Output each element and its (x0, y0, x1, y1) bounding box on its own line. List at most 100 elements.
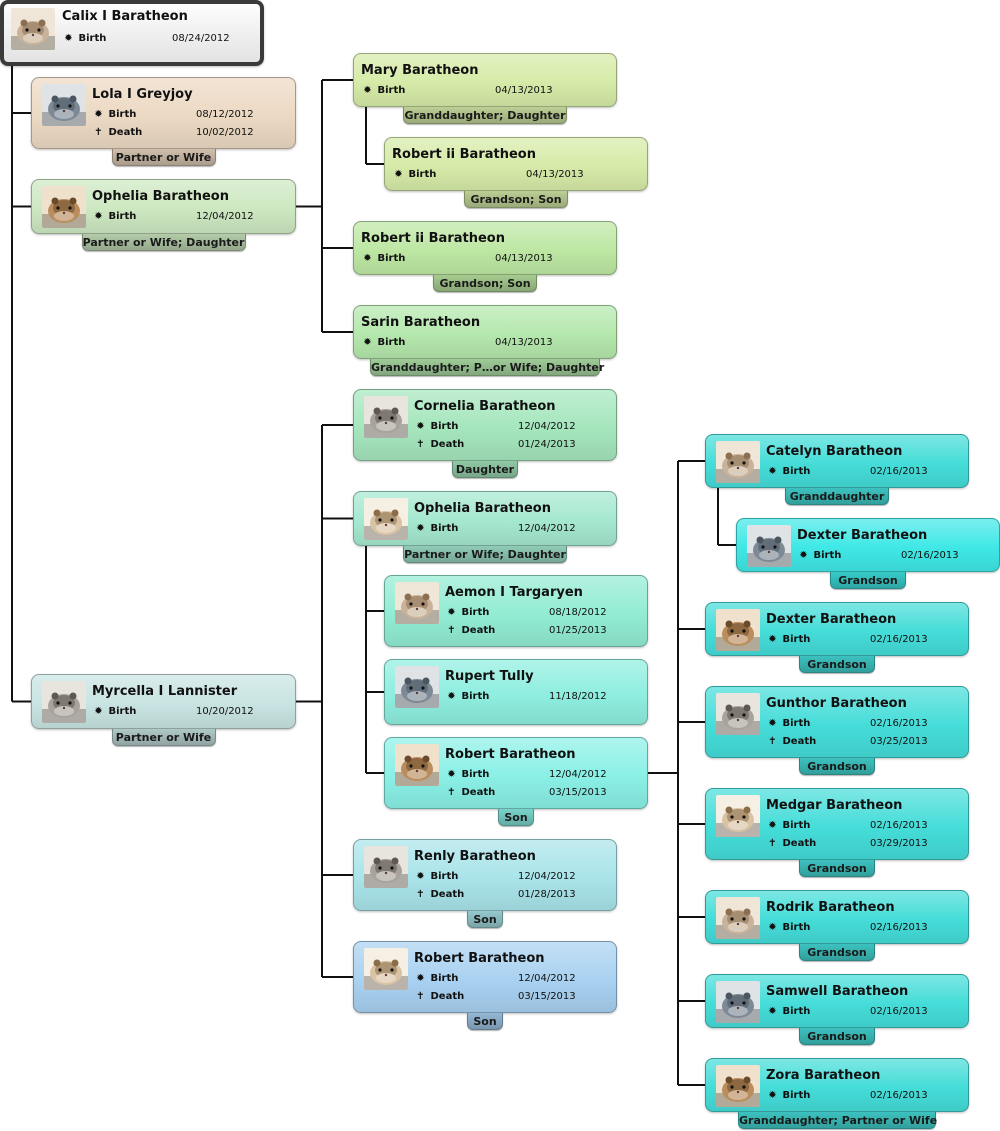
person-name: Gunthor Baratheon (766, 696, 907, 711)
birth-date: 04/13/2013 (526, 169, 584, 180)
relationship-badge: Partner or Wife (111, 729, 216, 746)
relationship-badge: Grandson (830, 572, 906, 589)
hamster-photo (42, 186, 86, 228)
death-date: 03/15/2013 (518, 991, 576, 1002)
birth-label: Birth (810, 550, 842, 561)
birth-date: 02/16/2013 (901, 550, 959, 561)
birth-icon: ✹ (363, 253, 372, 264)
death-date: 10/02/2012 (196, 127, 254, 138)
birth-date: 08/24/2012 (172, 33, 230, 44)
birth-label: Birth (458, 691, 490, 702)
birth-date: 12/04/2012 (518, 871, 576, 882)
person-name: Mary Baratheon (361, 63, 479, 78)
person-name: Ophelia Baratheon (92, 189, 229, 204)
relationship-badge: Grandson; Son (464, 191, 568, 208)
birth-date: 02/16/2013 (870, 718, 928, 729)
death-date: 01/25/2013 (549, 625, 607, 636)
birth-icon: ✹ (447, 607, 456, 618)
death-label: Death (458, 787, 496, 798)
hamster-photo (364, 498, 408, 540)
person-name: Robert ii Baratheon (361, 231, 505, 246)
hamster-photo (11, 8, 55, 50)
birth-icon: ✹ (416, 523, 425, 534)
death-icon: ✝ (416, 991, 425, 1002)
death-icon: ✝ (447, 787, 456, 798)
birth-date: 02/16/2013 (870, 466, 928, 477)
birth-icon: ✹ (768, 1006, 777, 1017)
birth-icon: ✹ (799, 550, 808, 561)
birth-label: Birth (458, 607, 490, 618)
birth-icon: ✹ (363, 85, 372, 96)
birth-date: 12/04/2012 (518, 523, 576, 534)
birth-date: 02/16/2013 (870, 1090, 928, 1101)
hamster-photo (716, 693, 760, 735)
birth-event: ✹ Birth 08/18/2012 (445, 607, 606, 623)
death-date: 01/24/2013 (518, 439, 576, 450)
person-name: Aemon I Targaryen (445, 585, 583, 600)
relationship-badge: Grandson (799, 656, 875, 673)
relationship-badge: Grandson (799, 860, 875, 877)
hamster-photo (395, 744, 439, 786)
birth-label: Birth (105, 211, 137, 222)
hamster-photo (716, 795, 760, 837)
death-label: Death (427, 889, 465, 900)
birth-date: 08/18/2012 (549, 607, 607, 618)
birth-icon: ✹ (363, 337, 372, 348)
person-name: Samwell Baratheon (766, 984, 909, 999)
birth-date: 11/18/2012 (549, 691, 607, 702)
birth-date: 12/04/2012 (518, 421, 576, 432)
birth-label: Birth (779, 1090, 811, 1101)
hamster-photo (395, 666, 439, 708)
relationship-badge: Son (467, 911, 503, 928)
relationship-badge: Grandson (799, 758, 875, 775)
person-name: Calix I Baratheon (62, 9, 188, 24)
relationship-badge: Partner or Wife; Daughter (403, 546, 567, 563)
birth-icon: ✹ (416, 421, 425, 432)
hamster-photo (364, 396, 408, 438)
hamster-photo (747, 525, 791, 567)
birth-date: 04/13/2013 (495, 85, 553, 96)
birth-label: Birth (427, 973, 459, 984)
relationship-badge: Partner or Wife (111, 149, 216, 166)
person-name: Dexter Baratheon (797, 528, 928, 543)
death-icon: ✝ (447, 625, 456, 636)
person-card-dexter1[interactable]: Dexter Baratheon ✹ Birth 02/16/2013 (736, 518, 1000, 572)
hamster-photo (42, 681, 86, 723)
birth-label: Birth (105, 109, 137, 120)
